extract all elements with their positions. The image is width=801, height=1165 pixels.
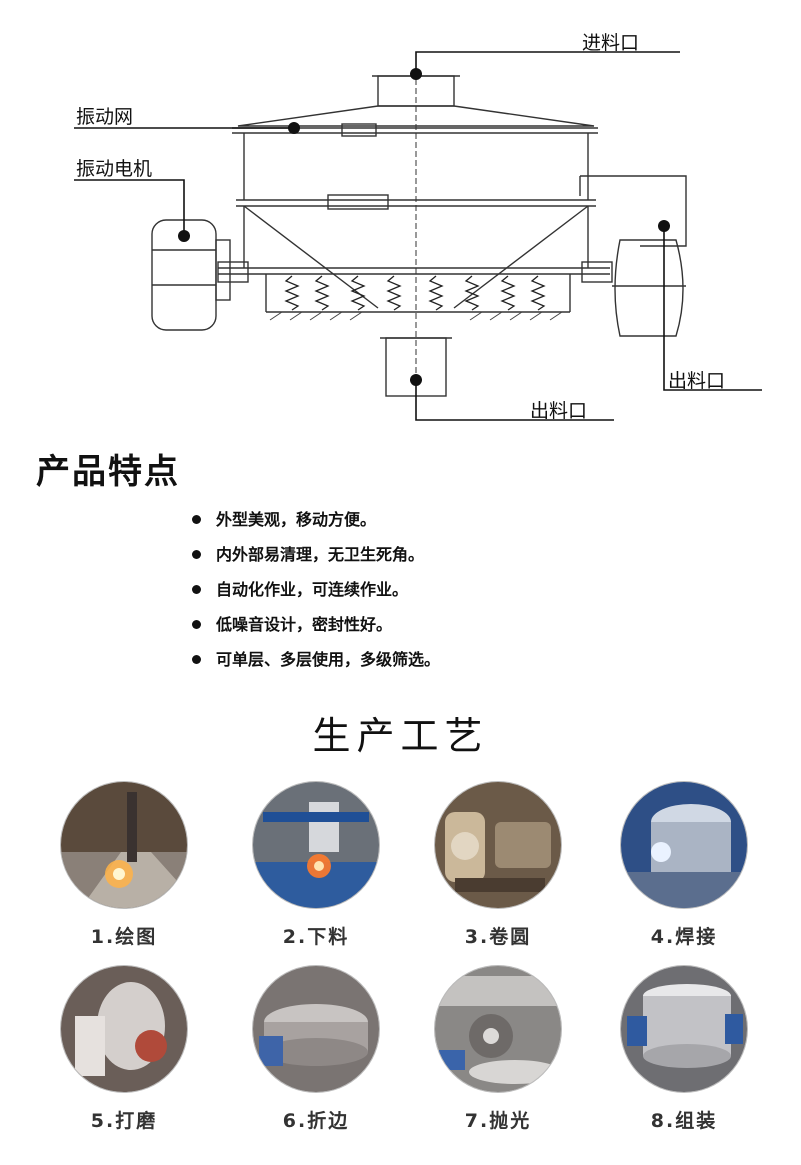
vibrating-sieve-diagram bbox=[74, 51, 762, 421]
feature-text: 自动化作业，可连续作业。 bbox=[216, 580, 409, 599]
side-outlet-label: 出料口 bbox=[668, 370, 726, 392]
step-label: 1.绘图 bbox=[90, 926, 158, 948]
grinding-photo bbox=[61, 966, 187, 1092]
assembly-photo bbox=[621, 966, 747, 1092]
feature-item: 内外部易清理，无卫生死角。 bbox=[190, 541, 440, 576]
step-label: 2.下料 bbox=[282, 926, 350, 948]
bullet-icon bbox=[192, 585, 201, 594]
features-list: 外型美观，移动方便。 内外部易清理，无卫生死角。 自动化作业，可连续作业。 低噪… bbox=[190, 506, 440, 681]
rolling-photo bbox=[435, 782, 561, 908]
step-label: 6.折边 bbox=[282, 1110, 350, 1132]
process-step-drawing: 1.绘图 bbox=[44, 782, 204, 949]
feature-text: 低噪音设计，密封性好。 bbox=[216, 615, 393, 634]
step-label: 8.组装 bbox=[650, 1110, 718, 1132]
bullet-icon bbox=[192, 620, 201, 629]
process-step-grinding: 5.打磨 bbox=[44, 966, 204, 1133]
process-step-rolling: 3.卷圆 bbox=[418, 782, 578, 949]
feature-item: 可单层、多层使用，多级筛选。 bbox=[190, 646, 440, 681]
bullet-icon bbox=[192, 550, 201, 559]
flanging-photo bbox=[253, 966, 379, 1092]
drawing-photo bbox=[61, 782, 187, 908]
step-label: 5.打磨 bbox=[90, 1110, 158, 1132]
motor-right bbox=[614, 239, 684, 337]
process-step-assembly: 8.组装 bbox=[604, 966, 764, 1133]
polishing-photo bbox=[435, 966, 561, 1092]
features-title: 产品特点 bbox=[36, 452, 180, 492]
bullet-icon bbox=[192, 655, 201, 664]
feature-text: 可单层、多层使用，多级筛选。 bbox=[216, 650, 441, 669]
feature-item: 外型美观，移动方便。 bbox=[190, 506, 440, 541]
inlet-label: 进料口 bbox=[582, 32, 640, 54]
cutting-photo bbox=[253, 782, 379, 908]
feature-item: 自动化作业，可连续作业。 bbox=[190, 576, 440, 611]
feature-text: 外型美观，移动方便。 bbox=[216, 510, 377, 529]
feature-text: 内外部易清理，无卫生死角。 bbox=[216, 545, 425, 564]
bottom-outlet-marker bbox=[410, 374, 422, 386]
side-outlet-marker bbox=[658, 220, 670, 232]
top-cover bbox=[237, 105, 595, 127]
welding-photo bbox=[621, 782, 747, 908]
screen-marker bbox=[288, 122, 300, 134]
process-step-polishing: 7.抛光 bbox=[418, 966, 578, 1133]
feature-item: 低噪音设计，密封性好。 bbox=[190, 611, 440, 646]
motor-marker bbox=[178, 230, 190, 242]
process-title: 生产工艺 bbox=[312, 714, 489, 758]
bullet-icon bbox=[192, 515, 201, 524]
motor-label: 振动电机 bbox=[76, 158, 153, 180]
step-label: 7.抛光 bbox=[464, 1110, 532, 1132]
inlet-marker bbox=[410, 68, 422, 80]
screen-label: 振动网 bbox=[76, 106, 134, 128]
step-label: 4.焊接 bbox=[650, 926, 718, 948]
process-step-flanging: 6.折边 bbox=[236, 966, 396, 1133]
step-label: 3.卷圆 bbox=[464, 926, 532, 948]
bottom-outlet-label: 出料口 bbox=[530, 400, 588, 422]
process-step-welding: 4.焊接 bbox=[604, 782, 764, 949]
process-step-cutting: 2.下料 bbox=[236, 782, 396, 949]
